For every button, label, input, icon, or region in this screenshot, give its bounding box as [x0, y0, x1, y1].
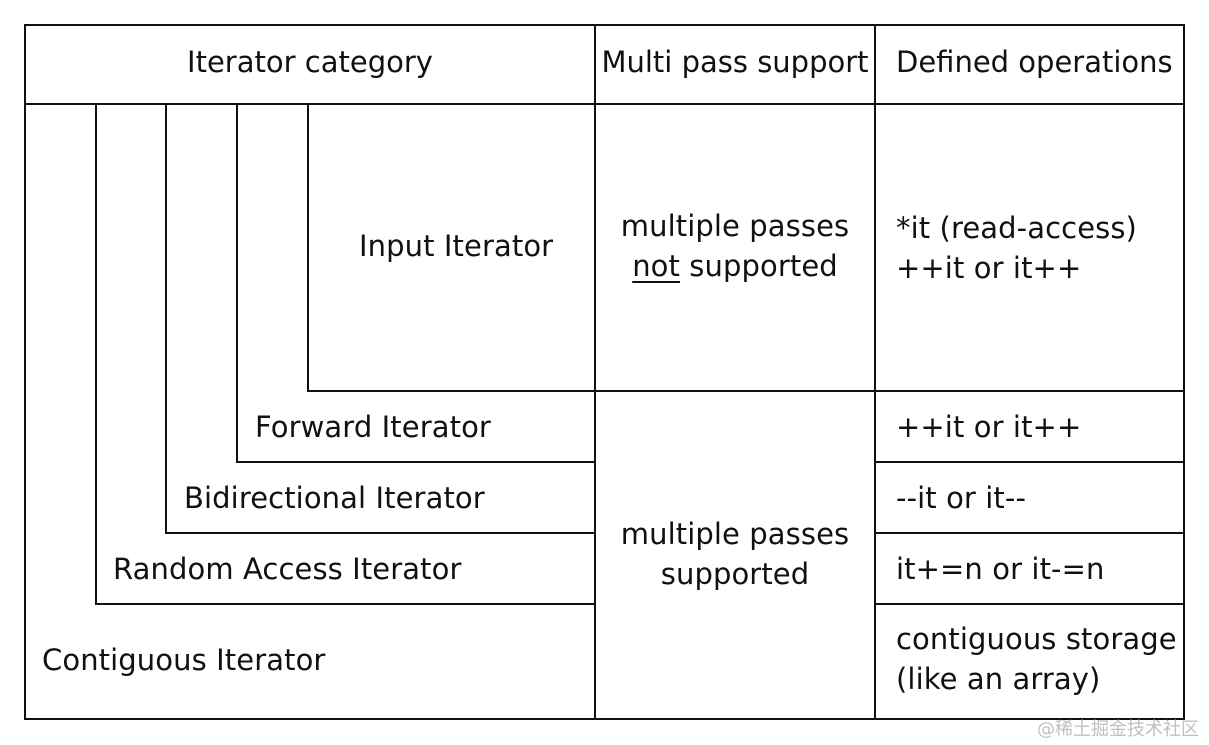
forward-bracket-vertical — [236, 103, 238, 463]
forward-bracket-bottom — [236, 461, 596, 463]
label-random-access-iterator: Random Access Iterator — [113, 552, 462, 586]
operations-row-divider-1 — [874, 390, 1185, 392]
outer-border-right — [1183, 24, 1185, 720]
outer-border-bottom — [24, 718, 1185, 720]
multipass-row-divider — [594, 390, 876, 392]
multipass-input-line2-rest: supported — [679, 249, 838, 283]
ops-forward: ++it or it++ — [896, 410, 1082, 444]
header-iterator-category: Iterator category — [187, 45, 433, 79]
column-divider-1 — [594, 24, 596, 720]
watermark-text: @稀土掘金技术社区 — [1037, 719, 1199, 740]
multipass-input-line1: multiple passes — [620, 209, 850, 243]
ops-contiguous-line1: contiguous storage — [896, 622, 1177, 656]
multipass-others-line2: supported — [660, 557, 810, 591]
operations-row-divider-2 — [874, 461, 1185, 463]
label-bidirectional-iterator: Bidirectional Iterator — [184, 481, 485, 515]
bidirectional-bracket-vertical — [165, 103, 167, 534]
ops-contiguous-line2: (like an array) — [896, 662, 1101, 696]
operations-row-divider-3 — [874, 532, 1185, 534]
header-divider — [24, 103, 1185, 105]
outer-border-top — [24, 24, 1185, 26]
column-divider-2 — [874, 24, 876, 720]
label-forward-iterator: Forward Iterator — [255, 410, 491, 444]
header-defined-operations: Defined operations — [896, 45, 1173, 79]
outer-border-left — [24, 24, 26, 720]
ops-random-access: it+=n or it-=n — [896, 552, 1105, 586]
multipass-not-word: not — [632, 249, 680, 283]
operations-row-divider-4 — [874, 603, 1185, 605]
random-access-bracket-bottom — [95, 603, 596, 605]
ops-input-line2: ++it or it++ — [896, 251, 1082, 285]
bidirectional-bracket-bottom — [165, 532, 596, 534]
input-bracket-bottom — [307, 390, 596, 392]
label-contiguous-iterator: Contiguous Iterator — [42, 643, 326, 677]
ops-input-line1: *it (read-access) — [896, 211, 1137, 245]
multipass-input-line2: not supported — [596, 246, 874, 286]
label-input-iterator: Input Iterator — [359, 229, 554, 263]
header-multi-pass-support: Multi pass support — [601, 45, 869, 79]
ops-bidirectional: --it or it-- — [896, 481, 1027, 515]
multipass-others-line1: multiple passes — [620, 517, 850, 551]
input-bracket-vertical — [307, 103, 309, 392]
random-access-bracket-vertical — [95, 103, 97, 605]
